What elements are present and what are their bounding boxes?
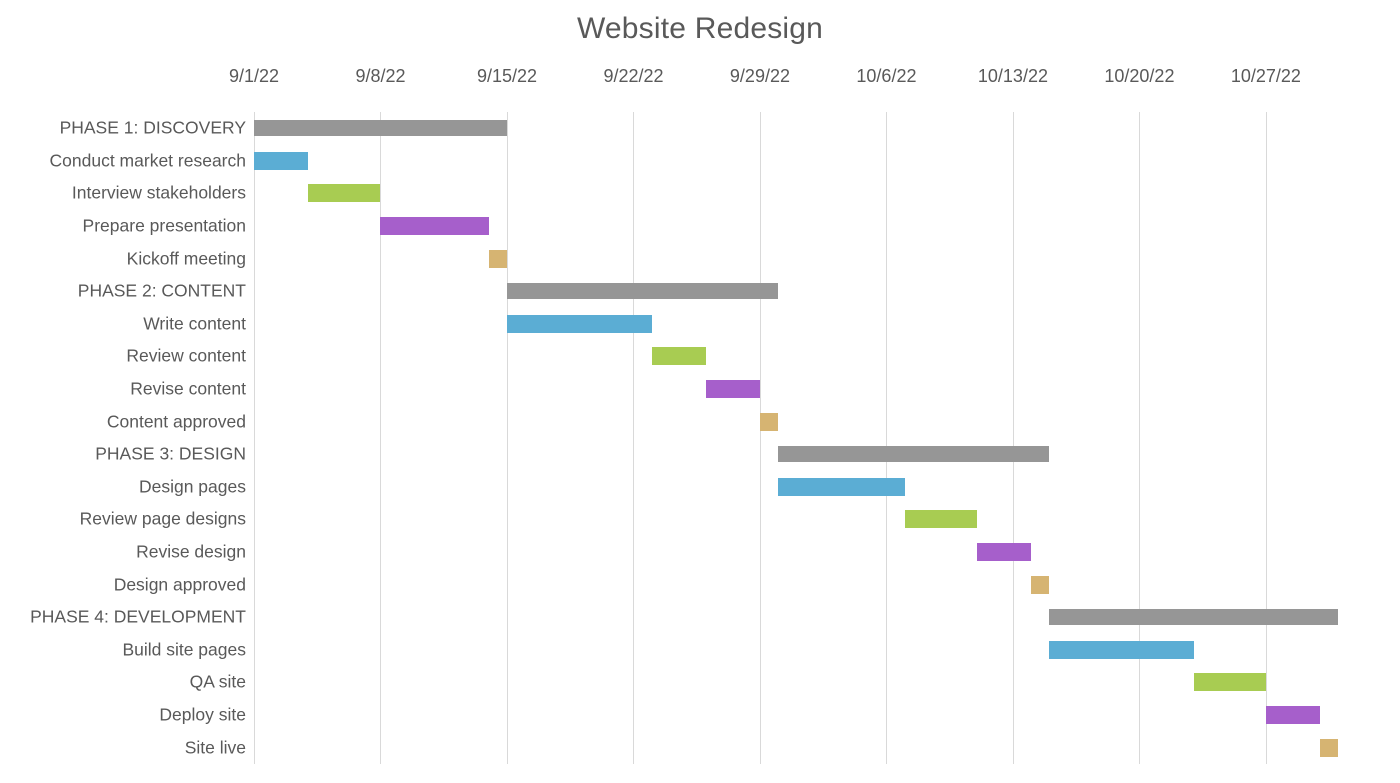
gridline	[1012, 112, 1014, 764]
gantt-task-bar[interactable]	[1193, 673, 1266, 692]
gantt-row[interactable]: Deploy site	[0, 699, 1400, 732]
x-axis-tick-labels: 9/1/22 9/8/22 9/15/22 9/22/22 9/29/22 10/6/22…	[0, 66, 1400, 96]
gantt-phase-bar[interactable]	[778, 446, 1050, 463]
gridline	[380, 112, 382, 764]
x-tick-label: 9/22/22	[603, 66, 664, 86]
x-tick-label: 10/20/22	[1104, 66, 1175, 86]
gantt-row[interactable]: Revise content	[0, 373, 1400, 406]
gantt-row[interactable]: Revise design	[0, 536, 1400, 569]
gantt-phase-bar[interactable]	[1049, 609, 1339, 626]
gantt-row[interactable]: Interview stakeholders	[0, 177, 1400, 210]
gantt-row[interactable]: Build site pages	[0, 634, 1400, 667]
gantt-task-bar[interactable]	[976, 543, 1031, 562]
gantt-row[interactable]: Design pages	[0, 471, 1400, 504]
gantt-row[interactable]: PHASE 3: DESIGN	[0, 438, 1400, 471]
x-tick-label: 10/6/22	[856, 66, 917, 86]
gantt-row[interactable]: Conduct market research	[0, 145, 1400, 178]
gridline	[1265, 112, 1267, 764]
gridline	[254, 112, 255, 764]
gridline	[1139, 112, 1141, 764]
gantt-task-bar[interactable]	[1265, 706, 1321, 725]
gantt-row[interactable]: Design approved	[0, 568, 1400, 601]
gantt-task-bar[interactable]	[651, 347, 706, 366]
chart-title: Website Redesign	[576, 12, 824, 45]
gantt-row-label: PHASE 4: DEVELOPMENT	[30, 606, 246, 627]
gantt-row-label: Review content	[126, 345, 246, 366]
gantt-row[interactable]: PHASE 4: DEVELOPMENT	[0, 601, 1400, 634]
x-tick-label: 9/1/22	[228, 66, 280, 86]
gantt-task-bar[interactable]	[1031, 575, 1050, 594]
gantt-row-label: Prepare presentation	[82, 215, 246, 236]
x-tick-label: 9/15/22	[476, 66, 537, 86]
gantt-phase-bar[interactable]	[254, 120, 507, 137]
gantt-row[interactable]: Site live	[0, 731, 1400, 764]
gantt-task-bar[interactable]	[759, 412, 779, 431]
gantt-row-label: Kickoff meeting	[126, 247, 246, 268]
gantt-row-label: Site live	[184, 736, 246, 757]
gantt-row-label: Write content	[143, 313, 246, 334]
gantt-row-label: Deploy site	[159, 704, 246, 725]
gantt-phase-bar[interactable]	[506, 283, 779, 300]
gantt-task-bar[interactable]	[1049, 640, 1194, 659]
gantt-row[interactable]: PHASE 1: DISCOVERY	[0, 112, 1400, 145]
gantt-row[interactable]: Prepare presentation	[0, 210, 1400, 243]
gantt-task-bar[interactable]	[1320, 738, 1339, 757]
plot-area	[254, 112, 1340, 764]
gantt-task-bar[interactable]	[904, 510, 977, 529]
gantt-row[interactable]: Write content	[0, 308, 1400, 341]
gantt-row[interactable]: Kickoff meeting	[0, 242, 1400, 275]
gantt-row-label: Build site pages	[122, 639, 246, 660]
gantt-row-label: Revise design	[136, 541, 246, 562]
gantt-row[interactable]: Review page designs	[0, 503, 1400, 536]
gantt-row-label: Design approved	[113, 573, 246, 594]
gridline	[886, 112, 888, 764]
x-tick-label: 9/8/22	[355, 66, 406, 86]
gantt-row[interactable]: Review content	[0, 340, 1400, 373]
gantt-row-label: Conduct market research	[49, 150, 246, 171]
gantt-task-bar[interactable]	[254, 151, 309, 170]
gantt-task-bar[interactable]	[506, 314, 652, 333]
gantt-row-label: Review page designs	[79, 508, 246, 529]
gantt-row-label: PHASE 1: DISCOVERY	[59, 117, 246, 138]
gantt-row-label: Revise content	[130, 378, 246, 399]
gantt-row-label: Content approved	[106, 410, 246, 431]
gantt-task-bar[interactable]	[488, 249, 507, 268]
gridline	[506, 112, 508, 764]
gantt-task-bar[interactable]	[308, 184, 381, 203]
gantt-task-bar[interactable]	[380, 217, 489, 236]
gridline	[759, 112, 761, 764]
gantt-row-label: Interview stakeholders	[71, 182, 246, 203]
gantt-rows: PHASE 1: DISCOVERY Conduct market researc…	[0, 112, 1400, 764]
gantt-task-bar[interactable]	[705, 380, 760, 399]
gantt-row-label: QA site	[189, 671, 246, 692]
gantt-row[interactable]: PHASE 2: CONTENT	[0, 275, 1400, 308]
x-tick-label: 10/27/22	[1230, 66, 1301, 86]
gantt-row[interactable]: Content approved	[0, 405, 1400, 438]
gantt-row-label: PHASE 2: CONTENT	[77, 280, 246, 301]
gantt-task-bar[interactable]	[778, 477, 905, 496]
gridline	[633, 112, 635, 764]
x-tick-label: 9/29/22	[729, 66, 790, 86]
gantt-row-label: PHASE 3: DESIGN	[95, 443, 246, 464]
gantt-row[interactable]: QA site	[0, 666, 1400, 699]
gantt-row-label: Design pages	[138, 476, 246, 497]
x-tick-label: 10/13/22	[977, 66, 1048, 86]
